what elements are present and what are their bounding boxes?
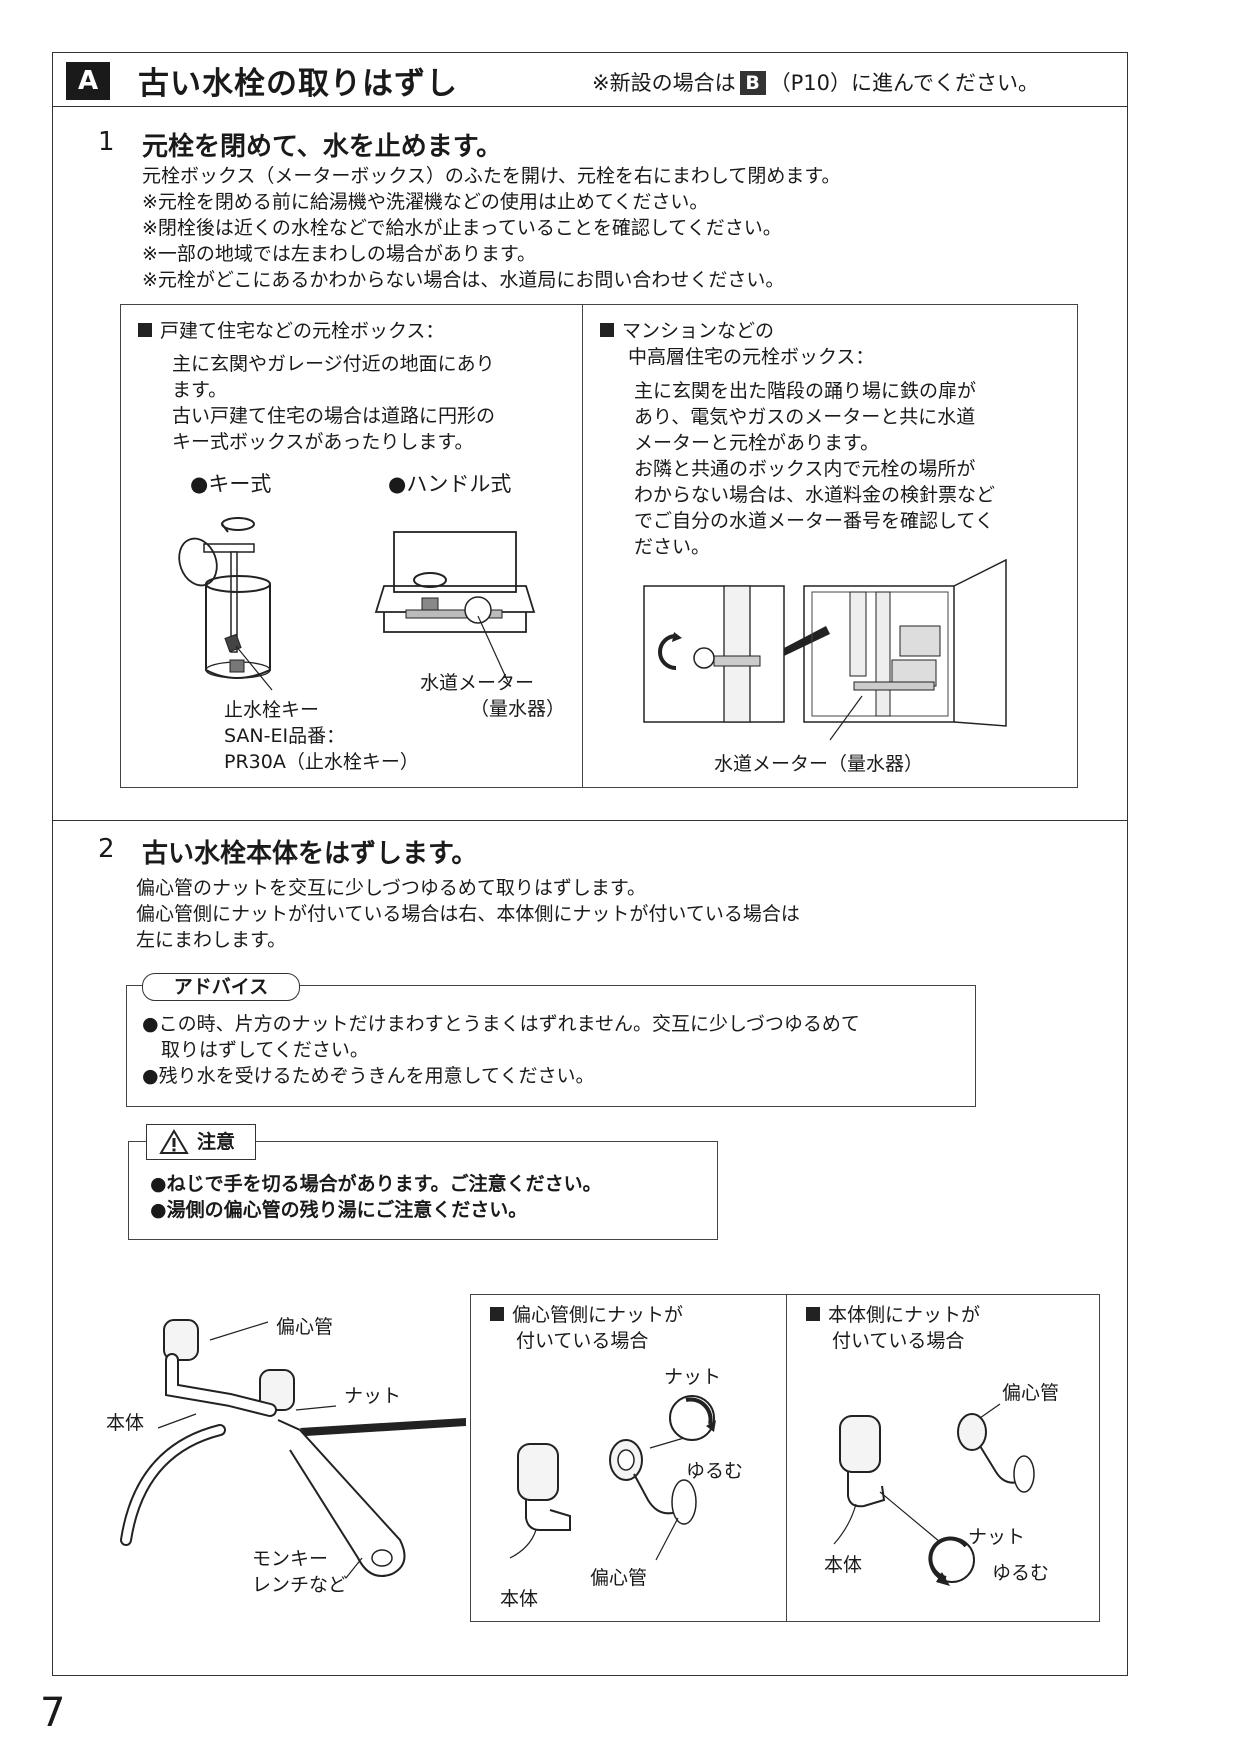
- step1-line: 元栓ボックス（メーターボックス）のふたを開け、元栓を右にまわして閉めます。: [142, 165, 841, 187]
- step1-line: ※元栓を閉める前に給湯機や洗濯機などの使用は止めてください。: [142, 191, 709, 213]
- type-handle-label: ●ハンドル式: [388, 472, 512, 496]
- case-eccentric-heading: 偏心管側にナットが 付いている場合: [490, 1302, 683, 1354]
- header-divider: [52, 106, 1128, 107]
- step2-number: 2: [98, 834, 115, 864]
- house-box-heading: 戸建て住宅などの元栓ボックス：: [138, 318, 444, 344]
- page-number: 7: [40, 1690, 66, 1736]
- meter-box-panel: [120, 304, 1078, 788]
- faucet-with-wrench-illustration: [120, 1319, 466, 1579]
- case-eccentric-body-label: 本体: [500, 1588, 539, 1610]
- square-bullet-icon: [806, 1307, 820, 1321]
- section-b-badge: B: [739, 71, 766, 95]
- caution-text: ●ねじで手を切る場合があります。ご注意ください。 ●湯側の偏心管の残り湯にご注意…: [150, 1173, 602, 1221]
- type-key-label: ●キー式: [190, 472, 272, 496]
- caution-tag: 注意: [146, 1124, 256, 1160]
- step1-line: ※一部の地域では左まわしの場合があります。: [142, 243, 537, 265]
- case-body-body-label: 本体: [824, 1554, 863, 1576]
- step1-title: 元栓を閉めて、水を止めます。: [142, 132, 503, 162]
- step2-title: 古い水栓本体をはずします。: [142, 839, 478, 869]
- header-note-suffix: （P10）に進んでください。: [769, 71, 1039, 95]
- faucet-body-label: 本体: [106, 1412, 145, 1434]
- step2-body: 偏心管のナットを交互に少しづつゆるめて取りはずします。 偏心管側にナットが付いて…: [136, 877, 800, 951]
- advice-box: [126, 985, 976, 1107]
- square-bullet-icon: [490, 1307, 504, 1321]
- page-frame: [52, 52, 1128, 1676]
- page-title: 古い水栓の取りはずし: [138, 66, 458, 102]
- key-caption: 止水栓キー SAN-EI品番： PR30A（止水栓キー）: [224, 699, 419, 773]
- advice-tag: アドバイス: [142, 973, 300, 1001]
- case-eccentric-nut-label: ナット: [664, 1366, 722, 1388]
- square-bullet-icon: [600, 323, 614, 337]
- mansion-box-heading: マンションなどの 中高層住宅の元栓ボックス：: [600, 318, 874, 370]
- wrench-label: モンキー レンチなど: [252, 1548, 348, 1596]
- case-body-loosen-label: ゆるむ: [992, 1562, 1050, 1584]
- key-type-box-illustration: [178, 517, 273, 691]
- case-eccentric-loosen-label: ゆるむ: [686, 1460, 744, 1482]
- section-badge: A: [66, 62, 110, 100]
- advice-text: ●この時、片方のナットだけまわすとうまくはずれません。交互に少しづつゆるめて 取…: [142, 1013, 860, 1087]
- mansion-box-text: 主に玄関を出た階段の踊り場に鉄の扉が あり、電気やガスのメーターと共に水道 メー…: [634, 380, 996, 558]
- nut-case-panel: [470, 1294, 1100, 1622]
- handle-type-box-illustration: [374, 531, 536, 683]
- nut-case-divider: [786, 1294, 787, 1622]
- header-note-prefix: ※新設の場合は: [592, 71, 736, 95]
- section-divider: [52, 820, 1128, 821]
- caution-box: [128, 1141, 718, 1240]
- case-eccentric-pipe-label: 偏心管: [590, 1567, 648, 1589]
- mansion-meter-caption: 水道メーター（量水器）: [714, 753, 924, 775]
- case-body-nut-label: ナット: [968, 1526, 1026, 1548]
- faucet-eccentric-label: 偏心管: [276, 1316, 334, 1338]
- case-body-illustration: [833, 1403, 1035, 1586]
- step1-body: 元栓ボックス（メーターボックス）のふたを開け、元栓を右にまわして閉めます。 ※元…: [142, 163, 840, 293]
- step1-line: ※元栓がどこにあるかわからない場合は、水道局にお問い合わせください。: [142, 269, 785, 291]
- case-body-pipe-label: 偏心管: [1002, 1382, 1060, 1404]
- case-eccentric-illustration: [509, 1395, 716, 1561]
- step1-line: ※閉栓後は近くの水栓などで給水が止まっていることを確認してください。: [142, 217, 782, 239]
- meter-box-divider: [582, 304, 583, 788]
- square-bullet-icon: [138, 323, 152, 337]
- house-box-text: 主に玄関やガレージ付近の地面にあり ます。 古い戸建て住宅の場合は道路に円形の …: [172, 353, 496, 453]
- warning-icon: [159, 1129, 189, 1154]
- faucet-nut-label: ナット: [344, 1385, 402, 1407]
- case-body-heading: 本体側にナットが 付いている場合: [806, 1302, 980, 1354]
- house-meter-caption: 水道メーター （量水器）: [420, 672, 566, 720]
- step1-number: 1: [98, 127, 115, 157]
- mansion-meter-box-illustration: [643, 558, 1007, 741]
